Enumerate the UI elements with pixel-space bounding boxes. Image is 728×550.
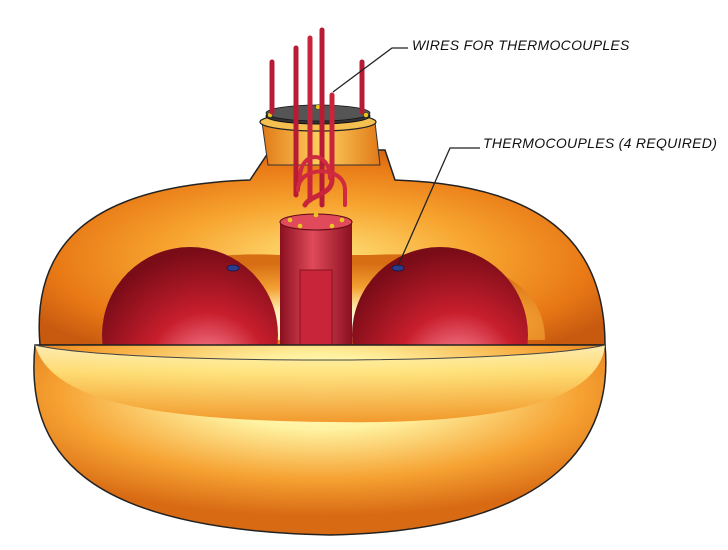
leader-lines bbox=[332, 47, 480, 267]
callout-wires: WIRES FOR THERMOCOUPLES bbox=[412, 37, 630, 53]
callout-thermocouples: THERMOCOUPLES (4 REQUIRED) bbox=[483, 135, 718, 151]
bottom-shell bbox=[33, 344, 607, 536]
